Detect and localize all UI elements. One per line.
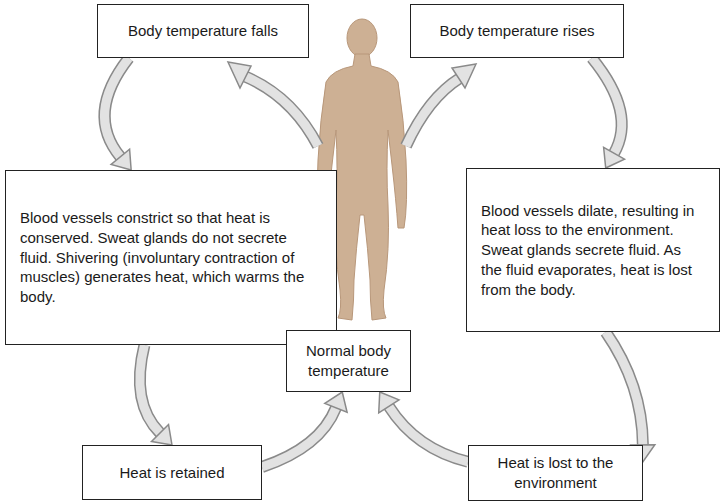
box-text: Blood vessels constrict so that heat is … [20, 208, 322, 307]
cycle-arrow [379, 392, 468, 462]
box-text: Blood vessels dilate, resulting in heat … [481, 201, 705, 300]
cycle-arrow [105, 58, 132, 170]
box-text: Heat is retained [93, 463, 251, 483]
box-text: Body temperature rises [421, 21, 613, 41]
setpoint-box: Normal body temperature [286, 330, 411, 392]
cycle-arrow [592, 58, 625, 168]
box-text: Normal body temperature [297, 341, 400, 381]
response-box: Blood vessels constrict so that heat is … [5, 170, 337, 345]
result-box: Heat is lost to the environment [468, 445, 643, 501]
state-box: Body temperature falls [97, 4, 309, 58]
cycle-arrow [262, 392, 347, 467]
response-box: Blood vessels dilate, resulting in heat … [466, 168, 720, 332]
cycle-arrow [606, 332, 655, 462]
figure-arrow-left [228, 62, 318, 146]
box-text: Heat is lost to the environment [479, 453, 632, 493]
box-text: Body temperature falls [108, 21, 298, 41]
result-box: Heat is retained [82, 445, 262, 500]
figure-arrow-right [406, 64, 476, 146]
state-box: Body temperature rises [410, 4, 624, 58]
cycle-arrow [140, 345, 172, 445]
